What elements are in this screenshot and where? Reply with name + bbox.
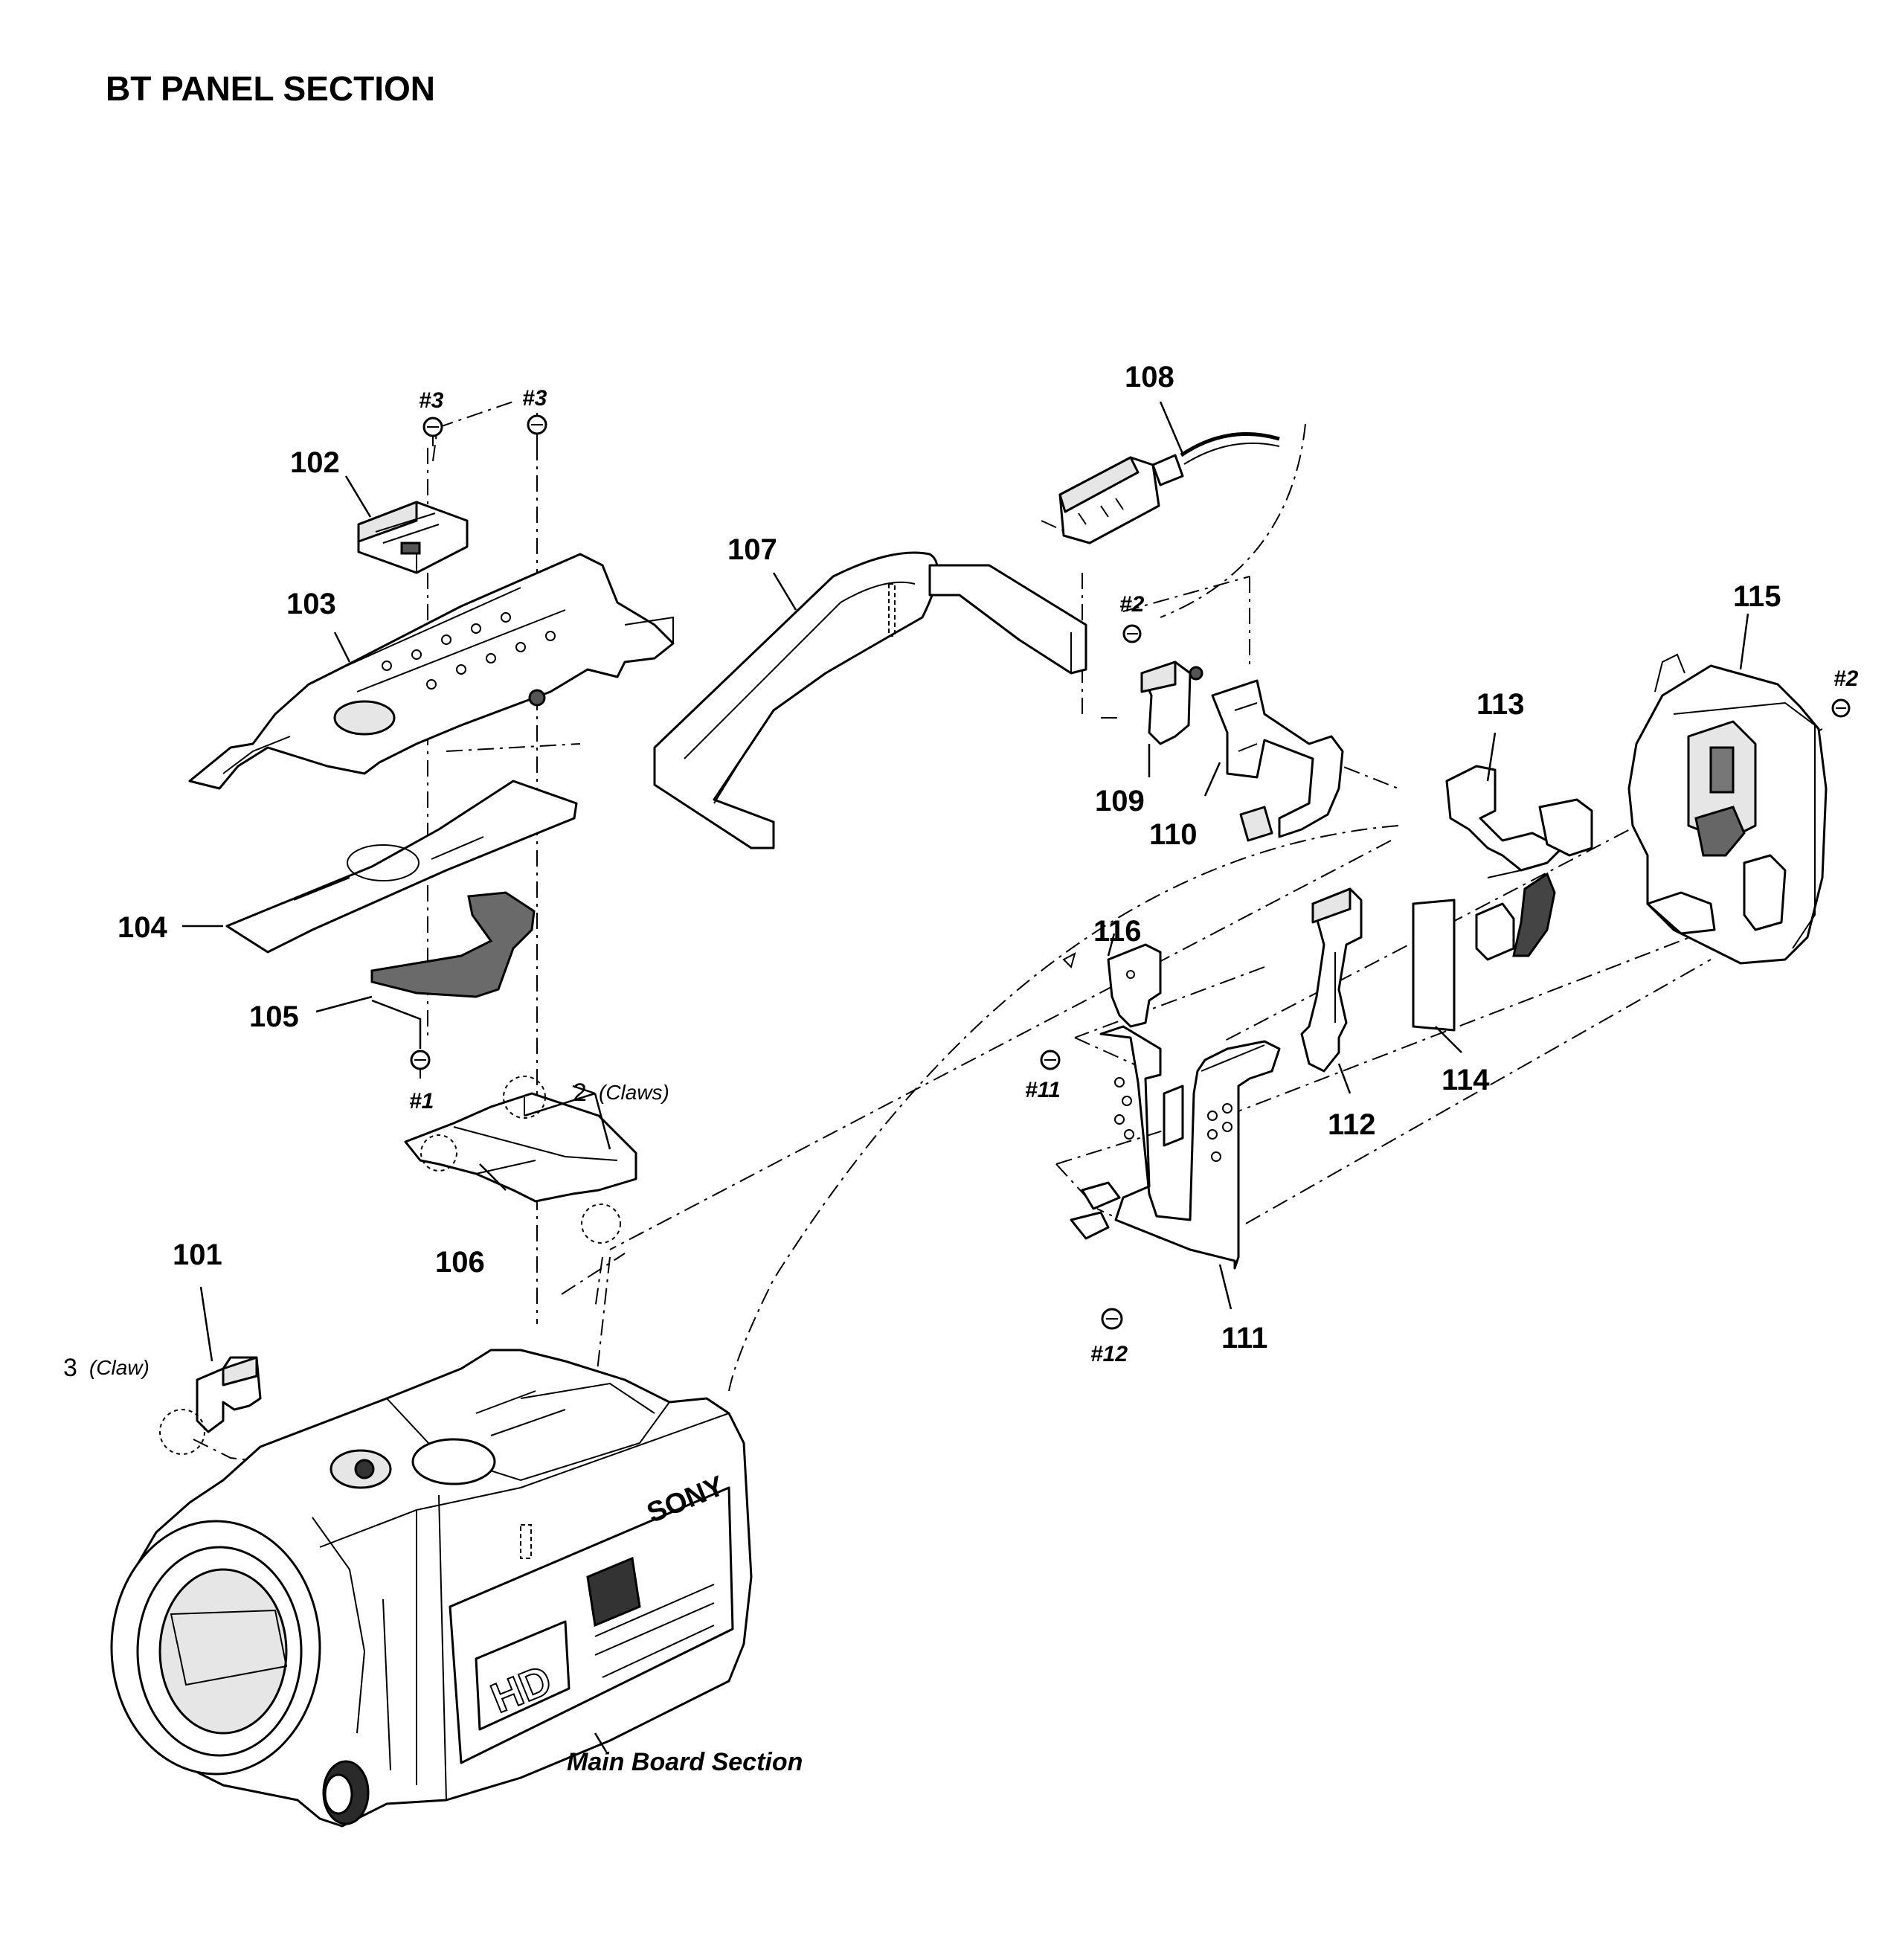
label-105: 105 bbox=[249, 1000, 299, 1033]
camera-body: HD SONY bbox=[110, 1349, 753, 1828]
label-108: 108 bbox=[1125, 361, 1174, 393]
claws-count: 2 bbox=[573, 1079, 587, 1107]
part-105-flex bbox=[370, 891, 536, 998]
part-115-housing bbox=[1627, 653, 1828, 965]
label-112: 112 bbox=[1328, 1108, 1376, 1141]
part-106-bracket bbox=[404, 1076, 637, 1244]
label-115: 115 bbox=[1733, 580, 1781, 613]
screw-3b-icon bbox=[527, 414, 547, 444]
label-screw-1: #1 bbox=[409, 1089, 434, 1114]
assembly-lines bbox=[193, 401, 1823, 1481]
section-title: BT PANEL SECTION bbox=[106, 69, 435, 108]
part-110-flex bbox=[1211, 679, 1344, 842]
label-104: 104 bbox=[118, 911, 167, 944]
claws-text: (Claws) bbox=[599, 1081, 669, 1104]
part-108-cable bbox=[1058, 432, 1280, 544]
label-109: 109 bbox=[1095, 785, 1145, 817]
label-screw-3b: #3 bbox=[522, 386, 547, 411]
label-107: 107 bbox=[727, 533, 777, 566]
part-102-bracket bbox=[357, 501, 469, 574]
part-107-strap bbox=[653, 551, 1087, 849]
screw-2a-icon bbox=[1122, 624, 1142, 643]
part-101-clip bbox=[159, 1356, 262, 1455]
label-screw-2b: #2 bbox=[1833, 666, 1859, 691]
part-109-clip bbox=[1140, 661, 1203, 745]
label-102: 102 bbox=[290, 446, 340, 479]
claw-count: 3 bbox=[63, 1354, 77, 1382]
screw-1-icon bbox=[410, 1050, 431, 1079]
screw-3a-icon bbox=[422, 417, 443, 446]
label-screw-3a: #3 bbox=[419, 388, 444, 413]
screw-2b-icon bbox=[1831, 698, 1851, 718]
label-101: 101 bbox=[173, 1238, 222, 1271]
part-116-bracket bbox=[1062, 943, 1162, 1028]
label-106: 106 bbox=[435, 1246, 485, 1279]
label-111: 111 bbox=[1221, 1322, 1267, 1355]
part-104-sheet bbox=[225, 780, 578, 954]
part-111-frame bbox=[1070, 1025, 1281, 1270]
label-screw-12: #12 bbox=[1090, 1342, 1128, 1366]
main-board-section-caption: Main Board Section bbox=[567, 1748, 803, 1776]
screw-11-icon bbox=[1040, 1050, 1061, 1070]
part-114-sheet bbox=[1412, 899, 1456, 1032]
part-112-board bbox=[1300, 887, 1363, 1073]
label-110: 110 bbox=[1149, 818, 1198, 851]
label-screw-11: #11 bbox=[1025, 1078, 1061, 1102]
part-103-plate bbox=[188, 553, 675, 790]
label-113: 113 bbox=[1476, 688, 1525, 721]
part-113-flex bbox=[1445, 765, 1593, 961]
leader-lines bbox=[182, 401, 1749, 1752]
label-116: 116 bbox=[1093, 915, 1142, 948]
label-103: 103 bbox=[286, 588, 336, 620]
label-screw-2a: #2 bbox=[1119, 592, 1145, 617]
screw-12-icon bbox=[1101, 1308, 1123, 1330]
claw-text: (Claw) bbox=[89, 1356, 150, 1379]
screws bbox=[410, 414, 1851, 1330]
label-114: 114 bbox=[1442, 1064, 1490, 1096]
